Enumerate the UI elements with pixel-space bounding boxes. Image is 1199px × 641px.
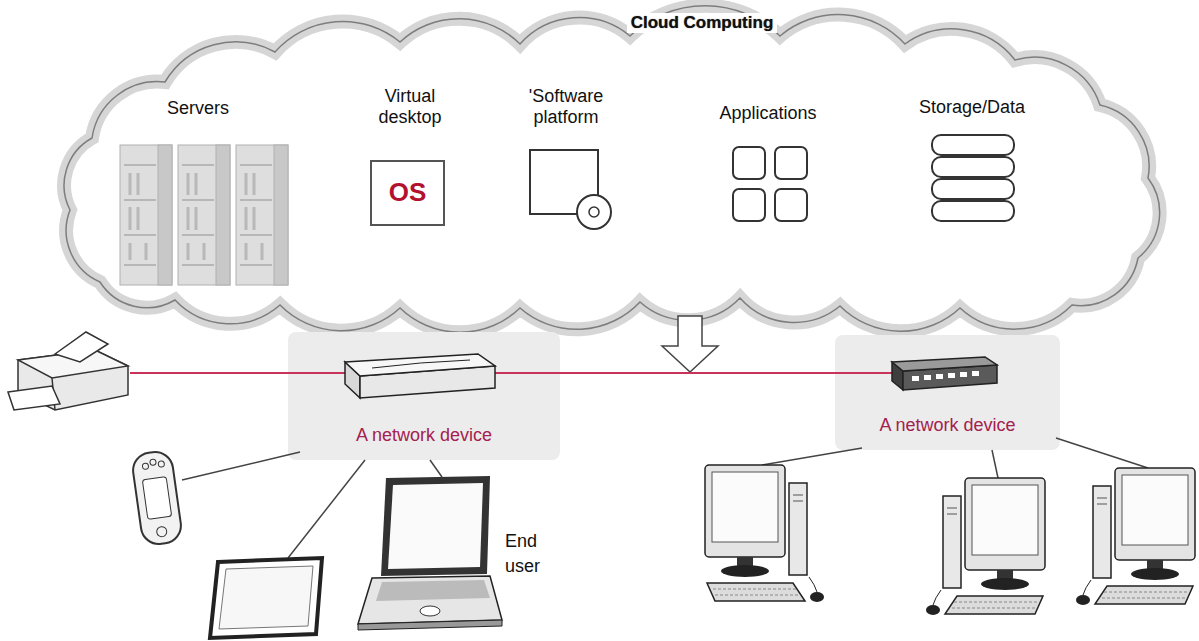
cloud-outline bbox=[64, 6, 1160, 333]
handheld-icon bbox=[156, 526, 167, 537]
laptop-icon bbox=[358, 620, 502, 630]
switch-icon bbox=[972, 371, 979, 376]
network-link bbox=[560, 372, 835, 374]
desktop-pc-icon bbox=[926, 478, 1045, 615]
service-item: Applications bbox=[693, 103, 843, 124]
printer-icon bbox=[8, 386, 60, 410]
laptop-icon bbox=[358, 576, 502, 624]
storage-icon bbox=[932, 157, 1014, 177]
device-wire bbox=[1056, 438, 1148, 468]
down-arrow bbox=[662, 316, 718, 372]
software-package-icon bbox=[589, 207, 599, 217]
handheld-icon bbox=[158, 461, 165, 468]
server-rack-icon bbox=[178, 145, 230, 285]
user-label: End user bbox=[505, 529, 561, 579]
device-label: A network device bbox=[879, 415, 1015, 436]
switch-icon bbox=[960, 372, 967, 377]
desktop-pc-icon bbox=[705, 465, 1195, 615]
router-icon bbox=[345, 354, 495, 398]
device-wire bbox=[182, 452, 300, 480]
laptop-icon bbox=[381, 476, 490, 576]
down-arrow bbox=[662, 316, 718, 372]
server-rack-icon bbox=[120, 145, 172, 285]
printer-icon bbox=[8, 332, 128, 410]
cloud-title: Cloud Computing bbox=[627, 13, 778, 33]
service-item: Virtual desktopOS bbox=[352, 86, 468, 232]
storage-icon bbox=[932, 135, 1014, 221]
panel-background bbox=[288, 332, 560, 460]
device-wire bbox=[430, 460, 442, 477]
tablet-icon bbox=[219, 566, 313, 629]
laptop-icon bbox=[420, 606, 440, 616]
service-item: Storage/Data bbox=[897, 97, 1047, 118]
applications-icon bbox=[775, 147, 807, 179]
desktop-pc-icon bbox=[705, 465, 824, 602]
network-device-panel: A network device bbox=[288, 332, 560, 460]
tablet-icon bbox=[210, 558, 322, 638]
storage-icon bbox=[932, 201, 1014, 221]
switch-icon bbox=[912, 371, 979, 381]
handheld-icon bbox=[150, 459, 157, 466]
service-item: Servers bbox=[123, 98, 273, 119]
cloud-region: Cloud ComputingServers Virtual desktopOS '… bbox=[0, 0, 1199, 335]
panel-background bbox=[835, 335, 1060, 450]
service-item: 'Software platform bbox=[498, 86, 634, 127]
cloud-outline bbox=[64, 6, 1160, 333]
handheld-icon bbox=[131, 450, 183, 547]
laptop-icon bbox=[358, 476, 502, 630]
service-label: Applications bbox=[693, 103, 843, 124]
server-rack-icon bbox=[236, 145, 288, 285]
label-holder: End user bbox=[505, 529, 561, 579]
os-box: OS bbox=[370, 160, 445, 226]
network-wire bbox=[130, 372, 345, 374]
applications-icon bbox=[733, 147, 807, 221]
storage-icon bbox=[932, 135, 1014, 155]
laptop-icon bbox=[388, 483, 483, 569]
tablet-icon bbox=[210, 558, 322, 638]
switch-icon bbox=[912, 376, 919, 381]
router-icon bbox=[345, 354, 495, 376]
device-label: A network device bbox=[356, 425, 492, 446]
laptop-icon bbox=[376, 580, 490, 601]
cloud-outline bbox=[64, 6, 1160, 333]
switch-icon bbox=[924, 375, 931, 380]
handheld-icon bbox=[142, 463, 149, 470]
server-rack-icon bbox=[120, 145, 288, 285]
os-label: OS bbox=[389, 178, 427, 208]
network-device-panel: A network device bbox=[835, 335, 1060, 450]
applications-icon bbox=[733, 189, 765, 221]
software-package-icon bbox=[530, 150, 611, 229]
service-label: Virtual desktop bbox=[352, 86, 468, 127]
storage-icon bbox=[932, 179, 1014, 199]
device-wire bbox=[992, 450, 998, 478]
applications-icon bbox=[775, 189, 807, 221]
switch-icon bbox=[948, 373, 955, 378]
handheld-icon bbox=[142, 477, 171, 520]
desktop-pc-icon bbox=[1076, 468, 1195, 605]
service-label: 'Software platform bbox=[498, 86, 634, 127]
switch-icon bbox=[892, 357, 997, 390]
printer-icon bbox=[55, 332, 108, 362]
software-package-icon bbox=[577, 195, 611, 229]
network-wire bbox=[130, 372, 903, 374]
device-wire bbox=[288, 460, 365, 558]
switch-icon bbox=[936, 374, 943, 379]
switch-icon bbox=[892, 357, 997, 371]
router-icon bbox=[372, 360, 470, 368]
handheld-icon bbox=[131, 450, 183, 547]
device-wire bbox=[762, 448, 862, 465]
network-wire bbox=[495, 372, 560, 374]
service-label: Servers bbox=[123, 98, 273, 119]
applications-icon bbox=[733, 147, 765, 179]
service-label: Storage/Data bbox=[897, 97, 1047, 118]
